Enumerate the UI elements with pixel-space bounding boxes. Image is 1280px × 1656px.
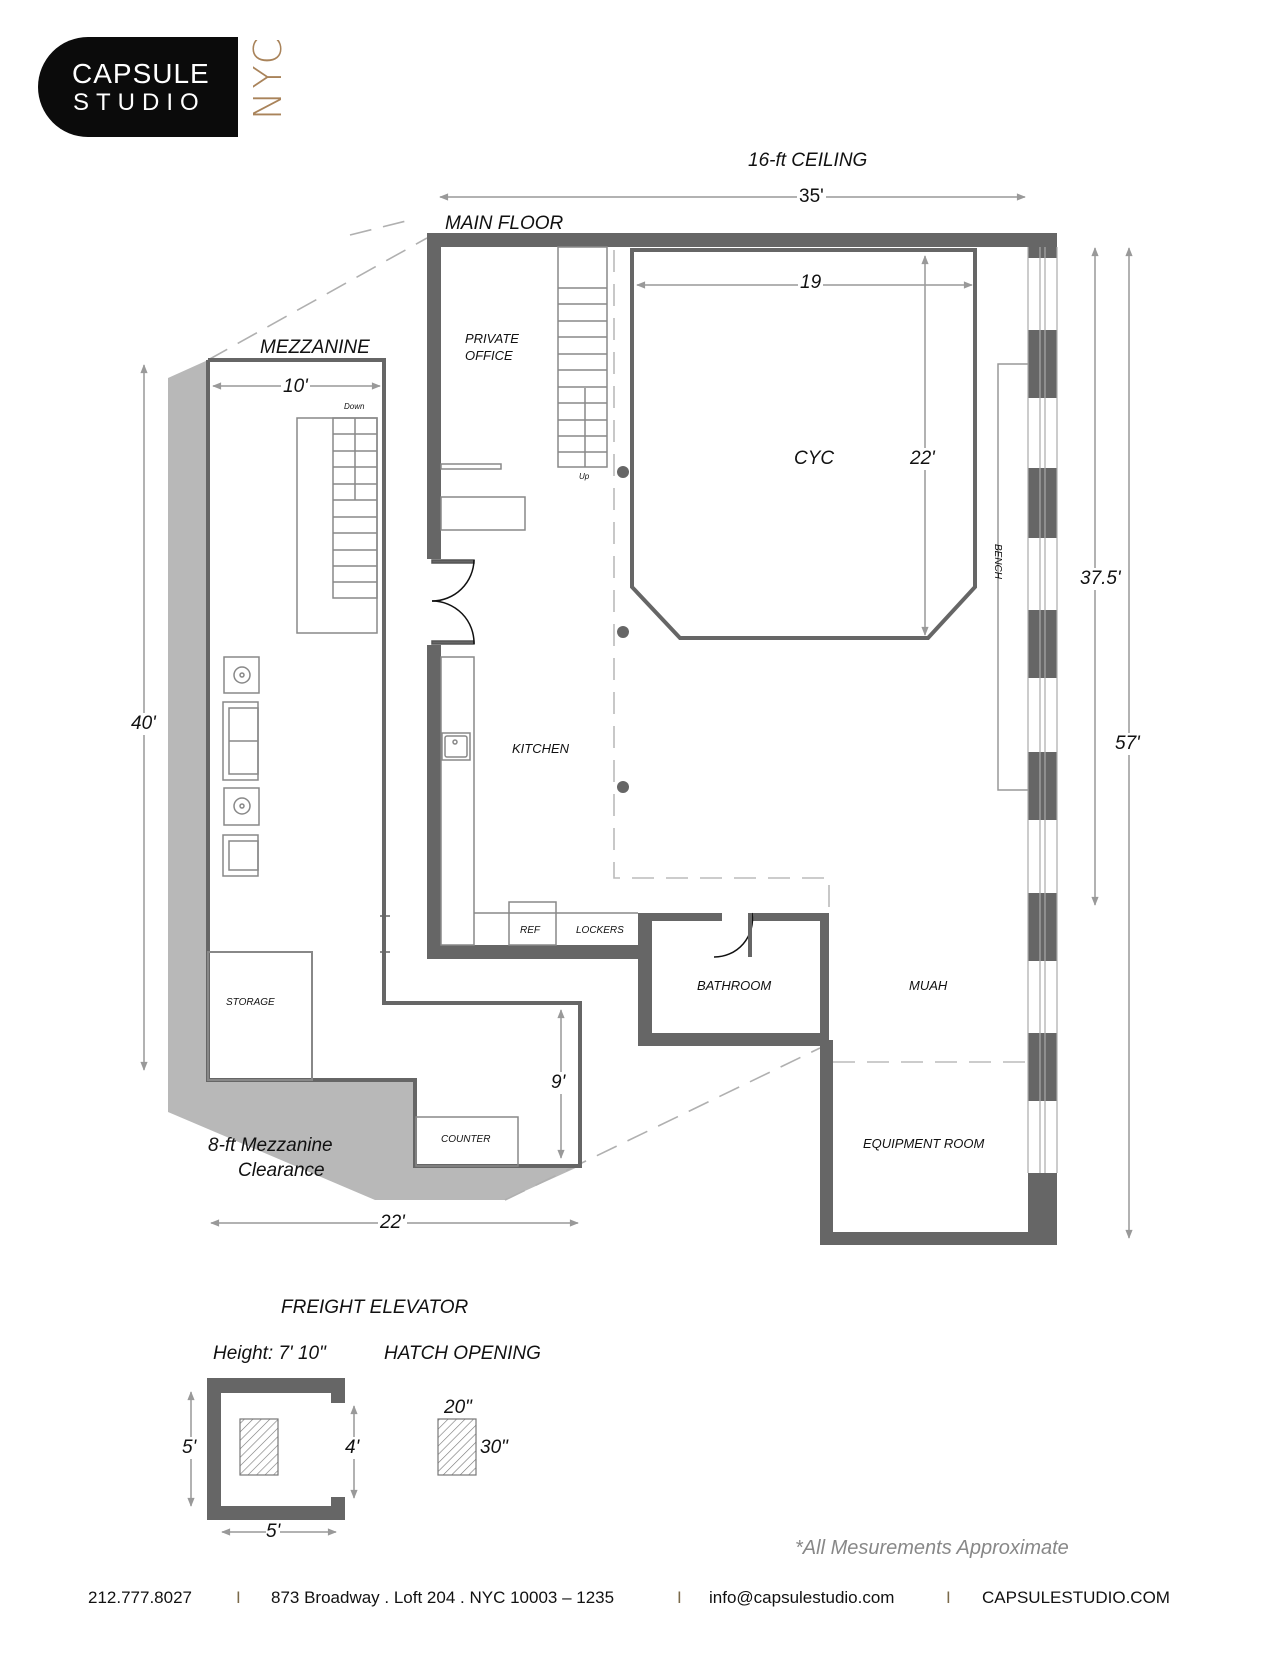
total-depth-dimension: 57' xyxy=(1115,733,1140,755)
perspective-lines xyxy=(207,219,821,1201)
footer-separator: I xyxy=(236,1588,241,1607)
columns xyxy=(617,466,629,793)
stairs-down-label: Down xyxy=(344,402,365,411)
footer-phone: 212.777.8027 xyxy=(88,1588,192,1607)
room-label-counter: COUNTER xyxy=(441,1134,491,1145)
footer-separator: I xyxy=(946,1588,951,1607)
room-label-bathroom: BATHROOM xyxy=(697,978,772,993)
freight-elevator-title: FREIGHT ELEVATOR xyxy=(281,1297,469,1318)
mezzanine-furniture xyxy=(207,656,519,1167)
room-label-muah: MUAH xyxy=(909,978,948,993)
footer-email-link[interactable]: info@capsulestudio.com xyxy=(709,1588,895,1607)
ref-label: REF xyxy=(520,925,540,936)
hatch-opening-title: HATCH OPENING xyxy=(384,1343,541,1364)
bench xyxy=(997,363,1028,791)
logo-badge xyxy=(38,37,238,137)
elevator-width-dimension: 5' xyxy=(266,1521,281,1543)
kitchen-counter xyxy=(440,656,638,946)
windows xyxy=(1027,247,1058,1173)
office-furniture xyxy=(440,463,526,531)
zone-divider xyxy=(613,250,1028,1063)
main-width-dimension: 35' xyxy=(797,186,826,208)
rail-marks xyxy=(380,915,390,953)
mezzanine-total-width-dimension: 22' xyxy=(378,1212,407,1234)
footer-address: 873 Broadway . Loft 204 . NYC 10003 – 12… xyxy=(271,1588,615,1607)
mezzanine-clearance-shade xyxy=(168,360,580,1200)
lockers-label: LOCKERS xyxy=(576,925,624,936)
elevator-height-label: Height: 7' 10" xyxy=(213,1343,326,1364)
entry-doors xyxy=(431,559,754,958)
hatch-height-dimension: 30" xyxy=(480,1437,508,1458)
hatch-width-dimension: 20" xyxy=(444,1397,472,1418)
mezzanine-label: MEZZANINE xyxy=(260,337,370,358)
mezzanine-width-dimension: 10' xyxy=(281,376,310,398)
stairs-up-label: Up xyxy=(579,472,590,481)
logo-text-capsule: CAPSULE xyxy=(72,58,210,89)
cyc-width-dimension: 19 xyxy=(798,272,824,294)
main-stairs xyxy=(557,246,608,468)
mezzanine-walls xyxy=(206,358,582,1168)
room-label-equipment-room: EQUIPMENT ROOM xyxy=(863,1136,985,1151)
measurements-disclaimer: *All Mesurements Approximate xyxy=(795,1537,1069,1559)
room-label-cyc: CYC xyxy=(794,448,835,469)
elevator-depth-dimension: 5' xyxy=(182,1437,197,1459)
window-wall-dimension: 37.5' xyxy=(1080,568,1121,590)
logo-text-studio: STUDIO xyxy=(73,89,206,116)
dimension-lines xyxy=(140,193,1133,1239)
footer-separator: I xyxy=(677,1588,682,1607)
mezzanine-depth-dimension: 40' xyxy=(131,713,156,735)
cyc-wall xyxy=(630,248,977,640)
elevator-door-dimension: 4' xyxy=(345,1437,360,1459)
freight-elevator-diagram xyxy=(187,1378,477,1536)
bench-label: BENCH xyxy=(992,544,1003,580)
room-label-kitchen: KITCHEN xyxy=(512,741,570,756)
cyc-depth-dimension: 22' xyxy=(910,448,935,470)
ceiling-height-label: 16-ft CEILING xyxy=(748,150,868,171)
counter-depth-dimension: 9' xyxy=(551,1072,566,1094)
mezzanine-stairs xyxy=(296,417,378,634)
footer-website-link[interactable]: CAPSULESTUDIO.COM xyxy=(982,1588,1170,1607)
room-label-storage: STORAGE xyxy=(226,997,275,1008)
main-floor-label: MAIN FLOOR xyxy=(445,213,564,234)
main-floor-walls xyxy=(427,233,1057,1245)
